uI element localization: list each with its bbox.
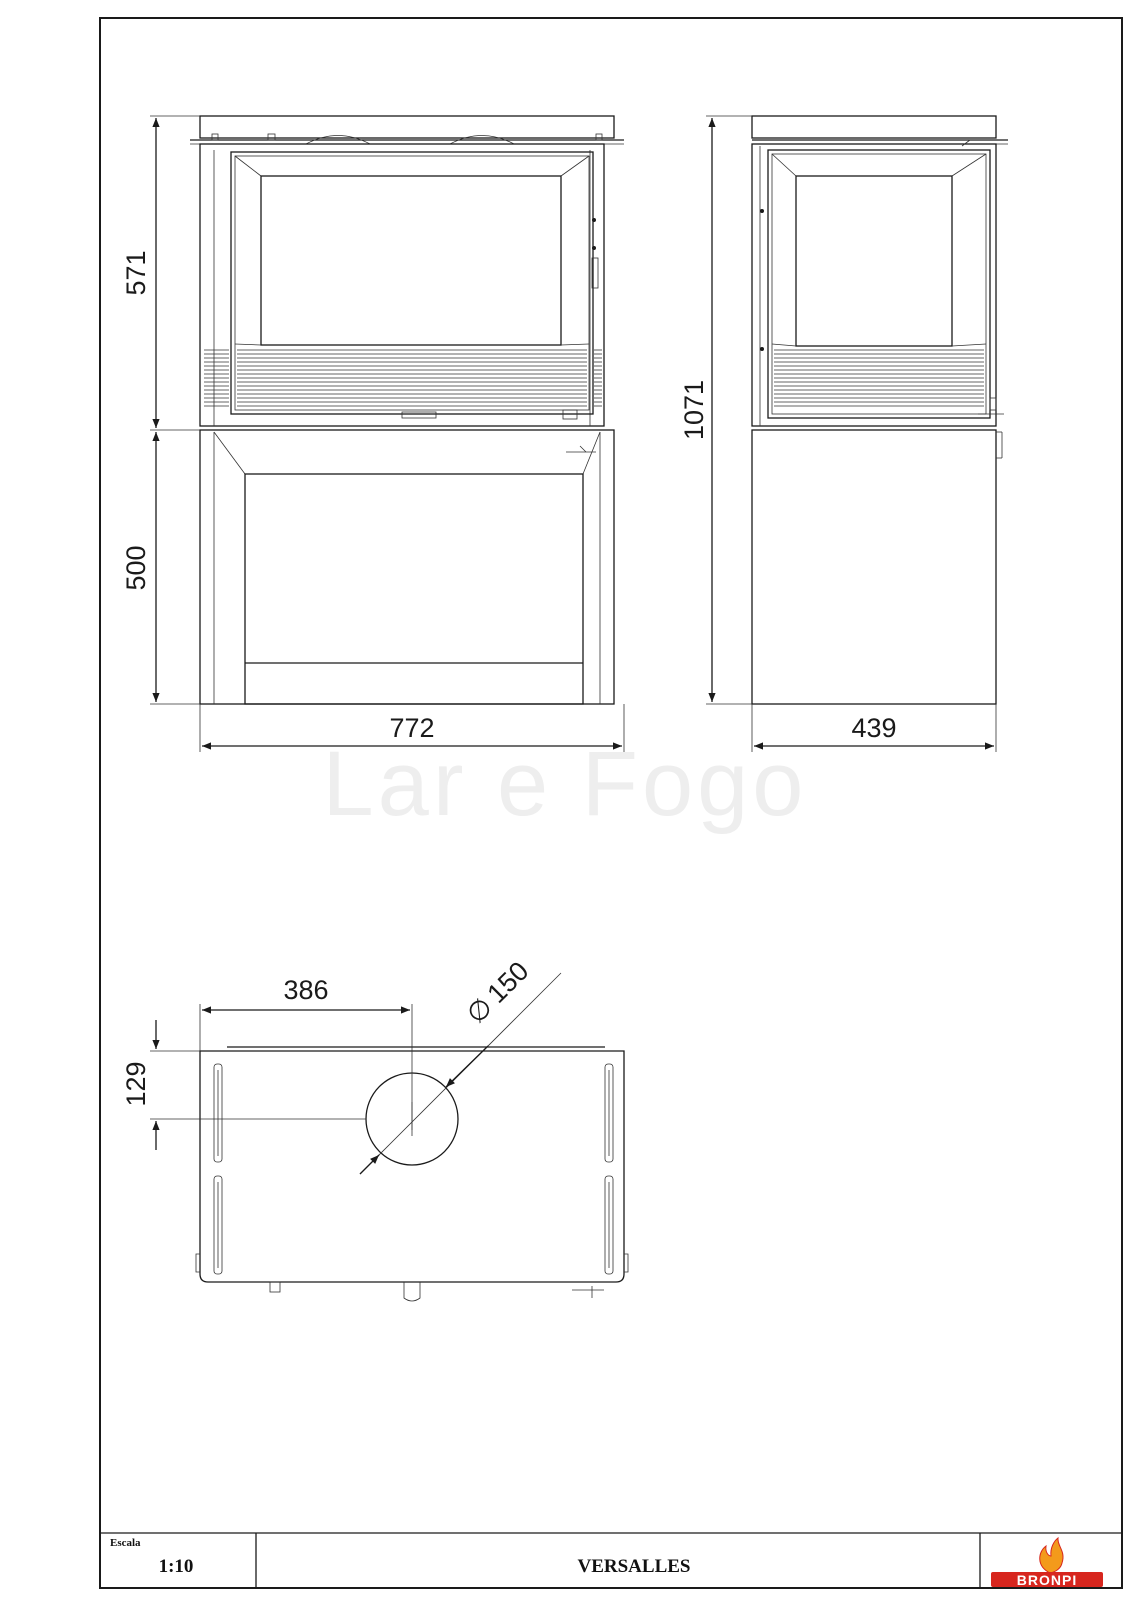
watermark-text: Lar e Fogo [323,733,808,835]
dim-label-772: 772 [389,713,434,743]
title-block [100,1532,1122,1588]
top-view [195,1046,629,1302]
scale-value: 1:10 [159,1556,194,1577]
dim-label-150: 150 [481,956,534,1009]
bronpi-logo: BRONPI [991,1536,1103,1588]
dim-label-439: 439 [851,713,896,743]
dim-label-386: 386 [283,975,328,1005]
front-width-dimension [199,704,625,752]
flame-icon [1039,1536,1064,1574]
product-name: VERSALLES [578,1556,691,1577]
side-dimensions [706,115,997,752]
side-view [751,115,1008,705]
scale-label: Escala [110,1537,141,1549]
dim-label-129: 129 [121,1061,151,1106]
dim-label-571: 571 [121,250,151,295]
front-height-dimensions [150,115,200,705]
brand-name: BRONPI [1017,1572,1077,1588]
sheet-border [99,17,1123,1589]
top-view-dimensions [150,972,562,1175]
dim-label-500: 500 [121,545,151,590]
front-view [190,115,624,705]
dim-label-1071: 1071 [679,380,709,440]
